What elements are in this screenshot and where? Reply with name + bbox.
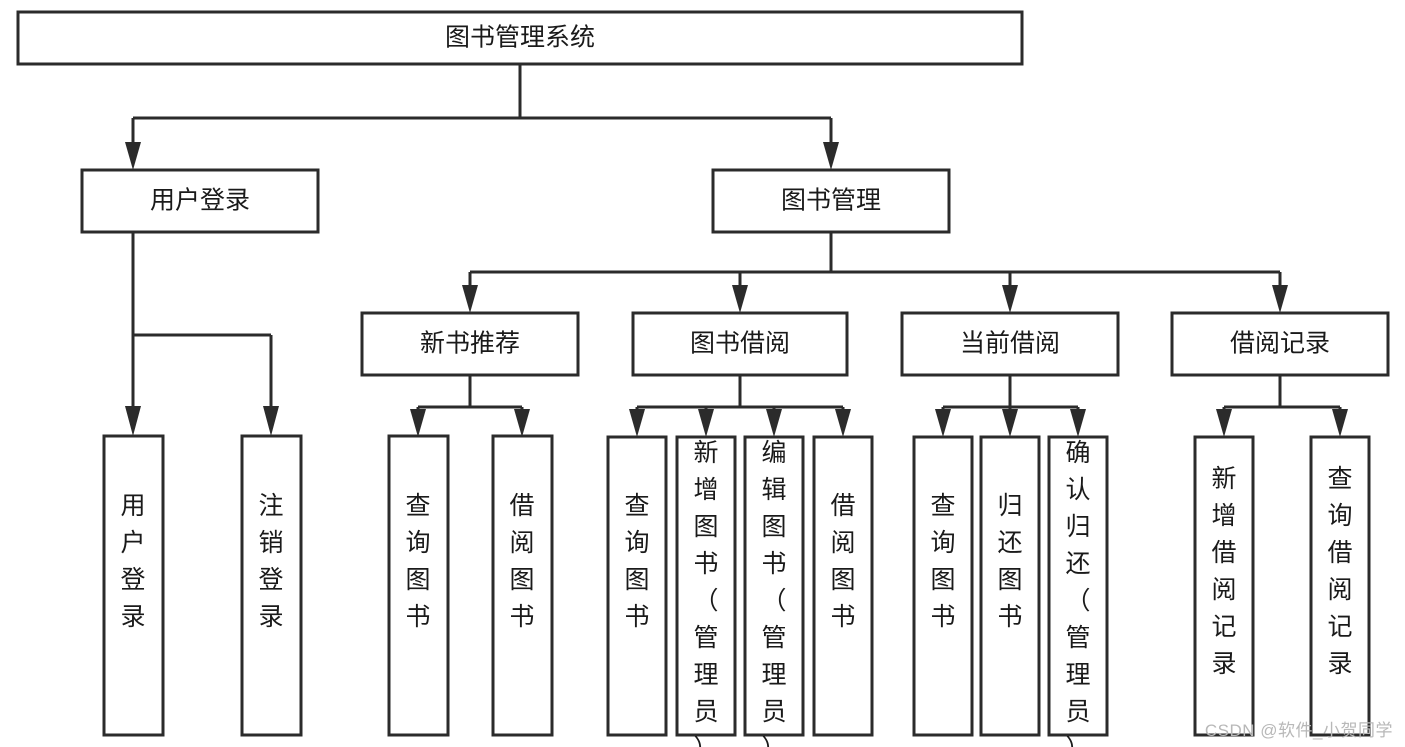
- node-book-manage-label: 图书管理: [781, 187, 881, 215]
- node-leaf-user-login-box[interactable]: [102, 434, 165, 737]
- arrowhead-leaf-borrow-book-1: [514, 409, 530, 437]
- node-leaf-add-record-label: 新增借阅记录: [1211, 465, 1236, 678]
- node-leaf-confirm-return-box[interactable]: [1047, 435, 1109, 737]
- node-root[interactable]: 图书管理系统: [16, 10, 1024, 66]
- node-leaf-add-book-box[interactable]: [675, 435, 737, 737]
- arrowhead-leaf-query-book-1: [410, 409, 426, 437]
- node-borrow-record-label: 借阅记录: [1230, 330, 1330, 358]
- arrowhead-user-login: [125, 142, 141, 170]
- arrowhead-new-book-rec: [462, 285, 478, 313]
- node-new-book-rec-box[interactable]: [360, 311, 580, 377]
- node-leaf-borrow-book-2-box[interactable]: [812, 435, 874, 737]
- node-leaf-borrow-book-1-label: 借阅图书: [509, 492, 534, 631]
- node-book-borrow[interactable]: 图书借阅: [631, 311, 849, 377]
- arrowhead-book-borrow: [732, 285, 748, 313]
- arrowhead-leaf-return-book: [1002, 409, 1018, 437]
- node-leaf-borrow-book-1-box[interactable]: [491, 434, 554, 737]
- node-user-login[interactable]: 用户登录: [80, 168, 320, 234]
- node-leaf-confirm-return-label: 确认归还（管理员）: [1065, 439, 1090, 747]
- node-borrow-record-box[interactable]: [1170, 311, 1390, 377]
- connector-layer: [125, 64, 1348, 437]
- node-current-borrow-label: 当前借阅: [960, 330, 1060, 358]
- node-leaf-edit-book-box[interactable]: [743, 435, 805, 737]
- node-book-borrow-label: 图书借阅: [690, 330, 790, 358]
- node-user-login-box[interactable]: [80, 168, 320, 234]
- node-leaf-query-book-2-box[interactable]: [606, 435, 668, 737]
- node-leaf-query-book-2-label: 查询图书: [624, 492, 649, 631]
- arrowhead-leaf-add-book: [698, 409, 714, 437]
- node-leaf-query-book-3[interactable]: 查询图书: [912, 435, 974, 737]
- node-leaf-logout-box[interactable]: [240, 434, 303, 737]
- arrowhead-leaf-edit-book: [766, 409, 782, 437]
- node-book-manage[interactable]: 图书管理: [711, 168, 951, 234]
- arrowhead-leaf-query-record: [1332, 409, 1348, 437]
- arrowhead-leaf-query-book-2: [629, 409, 645, 437]
- node-leaf-query-book-3-label: 查询图书: [930, 492, 955, 631]
- node-leaf-add-record-box[interactable]: [1193, 435, 1255, 737]
- arrowhead-book-manage: [823, 142, 839, 170]
- node-leaf-add-book[interactable]: 新增图书（管理员）: [675, 435, 737, 747]
- node-root-box[interactable]: [16, 10, 1024, 66]
- node-leaf-query-record[interactable]: 查询借阅记录: [1309, 435, 1371, 737]
- node-leaf-return-book-label: 归还图书: [997, 492, 1022, 631]
- node-current-borrow-box[interactable]: [900, 311, 1120, 377]
- node-leaf-query-book-2[interactable]: 查询图书: [606, 435, 668, 737]
- node-current-borrow[interactable]: 当前借阅: [900, 311, 1120, 377]
- node-leaf-query-book-1-box[interactable]: [387, 434, 450, 737]
- arrowhead-leaf-user-login: [125, 406, 141, 436]
- node-leaf-query-book-3-box[interactable]: [912, 435, 974, 737]
- node-leaf-confirm-return[interactable]: 确认归还（管理员）: [1047, 435, 1109, 747]
- node-leaf-logout[interactable]: 注销登录: [240, 434, 303, 737]
- node-leaf-return-book-box[interactable]: [979, 435, 1041, 737]
- node-root-label: 图书管理系统: [445, 24, 595, 52]
- node-new-book-rec[interactable]: 新书推荐: [360, 311, 580, 377]
- node-leaf-user-login[interactable]: 用户登录: [102, 434, 165, 737]
- arrowhead-leaf-borrow-book-2: [835, 409, 851, 437]
- node-leaf-query-book-1[interactable]: 查询图书: [387, 434, 450, 737]
- arrowhead-leaf-confirm-return: [1070, 409, 1086, 437]
- node-leaf-user-login-label: 用户登录: [120, 492, 145, 631]
- node-leaf-query-record-label: 查询借阅记录: [1327, 465, 1352, 678]
- node-leaf-borrow-book-1[interactable]: 借阅图书: [491, 434, 554, 737]
- arrowhead-borrow-record: [1272, 285, 1288, 313]
- arrowhead-current-borrow: [1002, 285, 1018, 313]
- node-leaf-return-book[interactable]: 归还图书: [979, 435, 1041, 737]
- node-leaf-logout-label: 注销登录: [258, 492, 283, 631]
- node-leaf-add-book-label: 新增图书（管理员）: [693, 439, 718, 747]
- node-leaf-borrow-book-2[interactable]: 借阅图书: [812, 435, 874, 737]
- node-new-book-rec-label: 新书推荐: [420, 330, 520, 358]
- arrowhead-leaf-add-record: [1216, 409, 1232, 437]
- node-leaf-query-record-box[interactable]: [1309, 435, 1371, 737]
- node-leaf-query-book-1-label: 查询图书: [405, 492, 430, 631]
- arrowhead-leaf-logout: [263, 406, 279, 436]
- node-leaf-edit-book[interactable]: 编辑图书（管理员）: [743, 435, 805, 747]
- node-user-login-label: 用户登录: [150, 187, 250, 215]
- node-borrow-record[interactable]: 借阅记录: [1170, 311, 1390, 377]
- node-leaf-add-record[interactable]: 新增借阅记录: [1193, 435, 1255, 737]
- node-book-manage-box[interactable]: [711, 168, 951, 234]
- node-leaf-edit-book-label: 编辑图书（管理员）: [761, 439, 786, 747]
- csdn-watermark: CSDN @软件_小贺同学: [1204, 721, 1393, 740]
- node-leaf-borrow-book-2-label: 借阅图书: [830, 492, 855, 631]
- node-book-borrow-box[interactable]: [631, 311, 849, 377]
- arrowhead-leaf-query-book-3: [935, 409, 951, 437]
